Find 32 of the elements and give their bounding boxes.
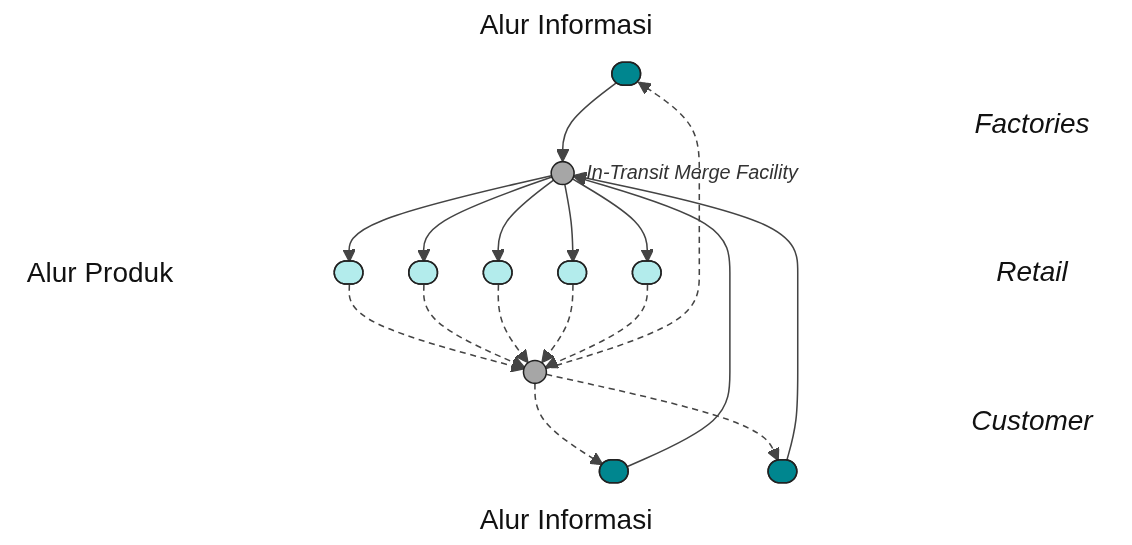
- row-label: Retail: [996, 256, 1068, 289]
- node-caption: In-Transit Merge Facility: [586, 161, 798, 184]
- row-label: Customer: [971, 404, 1093, 437]
- arrow: [416, 176, 553, 263]
- arrow: [573, 173, 731, 468]
- circle-node: [522, 359, 548, 385]
- ellipse-node: [611, 61, 642, 86]
- arrow: [491, 179, 555, 263]
- ellipse-node: [557, 260, 588, 285]
- arrow: [534, 382, 604, 466]
- arrow: [573, 171, 799, 462]
- arrow: [342, 174, 553, 263]
- arrow: [571, 178, 654, 263]
- circle-node: [550, 160, 575, 186]
- ellipse-node: [631, 260, 662, 285]
- ellipse-node: [482, 260, 513, 285]
- arrow: [564, 183, 580, 263]
- ellipse-node: [333, 260, 364, 285]
- ellipse-node: [408, 260, 439, 285]
- flow-label: Alur Produk: [26, 256, 174, 289]
- arrow: [348, 283, 525, 373]
- flow-label: Alur Informasi: [479, 504, 653, 535]
- arrow: [541, 283, 574, 364]
- flow-label: Alur Informasi: [479, 9, 653, 40]
- arrow: [545, 81, 701, 370]
- ellipse-node: [598, 459, 629, 484]
- arrow: [544, 283, 649, 369]
- row-label: Factories: [974, 108, 1090, 141]
- ellipse-node: [767, 459, 798, 484]
- arrow: [422, 283, 526, 369]
- arrow: [555, 82, 618, 163]
- arrow: [497, 283, 529, 364]
